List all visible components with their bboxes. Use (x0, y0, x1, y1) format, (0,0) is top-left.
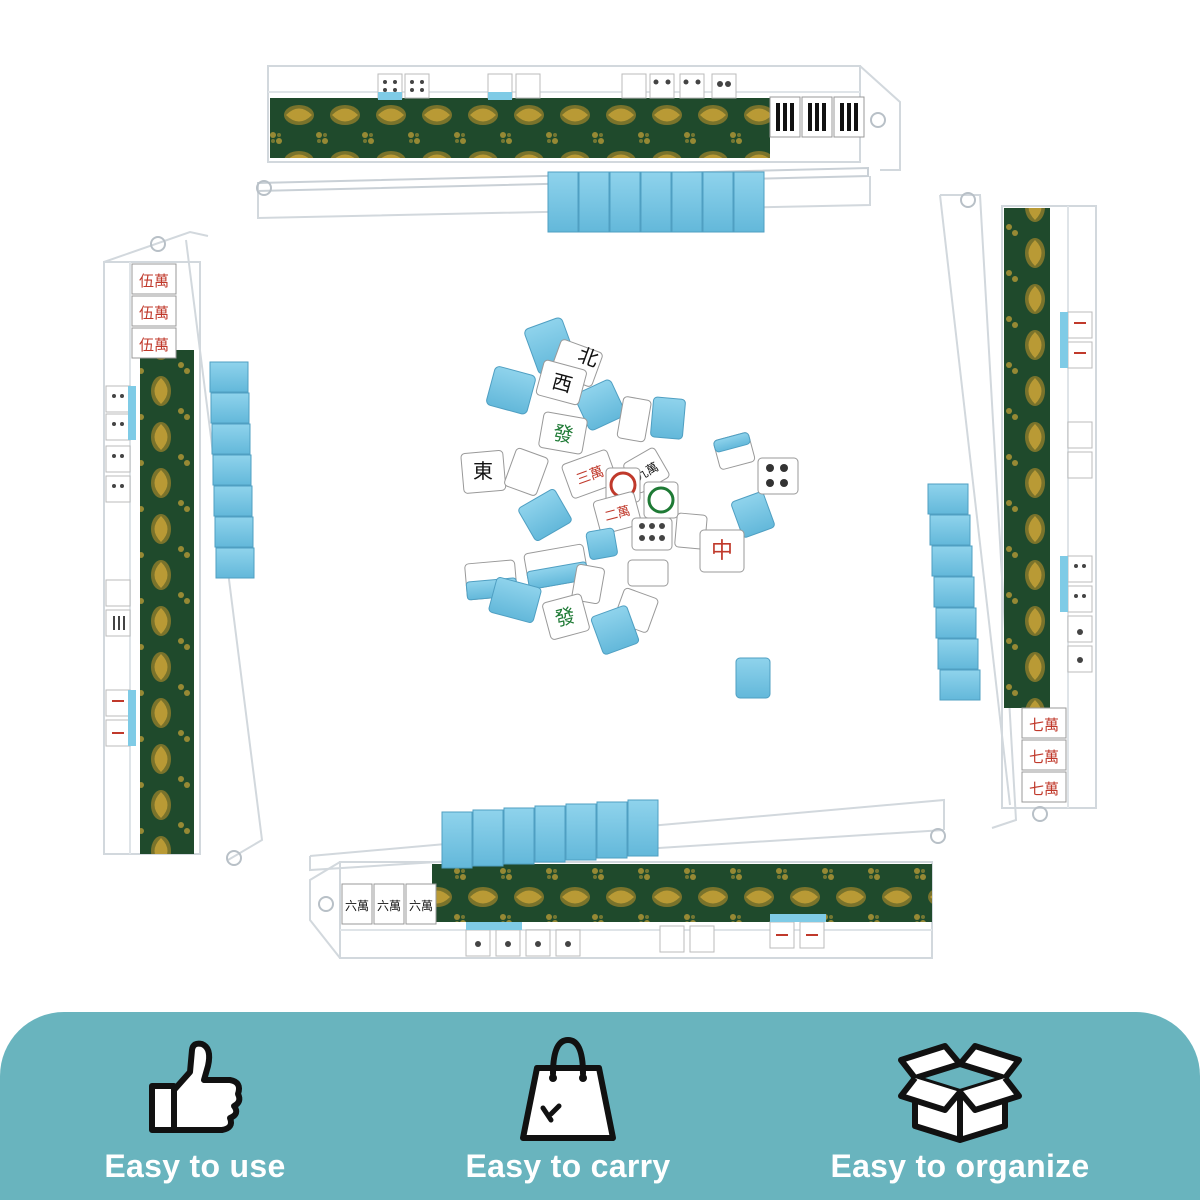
mahjong-set-scene: 伍萬 伍萬 伍萬 (103, 65, 1097, 959)
rack-right: 七萬 七萬 七萬 (927, 192, 1097, 829)
rack-bottom-face-tiles: 六萬 六萬 六萬 (341, 883, 437, 925)
rack-left-tile-2: 伍萬 (139, 304, 169, 322)
pile-tile-east: 東 (473, 459, 493, 483)
shopping-bag-icon (520, 1036, 616, 1141)
rack-right-tile-2: 七萬 (1029, 748, 1059, 766)
rack-top-tile-backs (547, 171, 765, 233)
feature-easy-to-use: Easy to use (25, 1012, 365, 1200)
rack-left-small-tiles (105, 385, 136, 747)
rack-right-tile-1: 七萬 (1029, 716, 1059, 734)
pile-tile-red-dragon: 中 (711, 539, 733, 564)
features-banner: Easy to use Easy to carry Easy to organi… (0, 1012, 1200, 1200)
rack-bottom-small-tiles (465, 914, 826, 957)
rack-top-face-tiles (769, 96, 865, 138)
rack-left: 伍萬 伍萬 伍萬 (103, 230, 264, 866)
rack-top (256, 65, 901, 233)
rack-bottom-tile-backs (441, 799, 659, 869)
rack-left-tile-backs (209, 361, 255, 579)
pile-tile-two-character: 二萬 (603, 504, 632, 525)
thumbs-up-icon (149, 1040, 243, 1133)
feature-label: Easy to carry (465, 1148, 671, 1184)
rack-left-face-tiles: 伍萬 伍萬 伍萬 (131, 263, 177, 359)
feature-easy-to-carry: Easy to carry (398, 1012, 738, 1200)
rack-right-small-tiles (1060, 311, 1093, 673)
feature-label: Easy to use (104, 1148, 286, 1184)
rack-bottom-tile-1: 六萬 (345, 899, 369, 913)
feature-easy-to-organize: Easy to organize (790, 1012, 1130, 1200)
pile-tile-green-dragon-1: 發 (551, 420, 575, 447)
rack-bottom-tile-2: 六萬 (377, 899, 401, 913)
rack-left-tile-3: 伍萬 (139, 336, 169, 354)
rack-right-tile-3: 七萬 (1029, 780, 1059, 798)
tile-pile: 北 西 發 東 三萬 九萬 二萬 中 發 (460, 317, 799, 699)
feature-label: Easy to organize (830, 1148, 1090, 1184)
rack-bottom-tile-3: 六萬 (409, 899, 433, 913)
rack-right-tile-backs (927, 483, 981, 701)
rack-top-small-tiles (377, 73, 737, 100)
rack-bottom: 六萬 六萬 六萬 (309, 798, 946, 959)
rack-left-tile-1: 伍萬 (139, 272, 169, 290)
rack-right-face-tiles: 七萬 七萬 七萬 (1021, 707, 1067, 803)
open-box-icon (898, 1043, 1022, 1143)
